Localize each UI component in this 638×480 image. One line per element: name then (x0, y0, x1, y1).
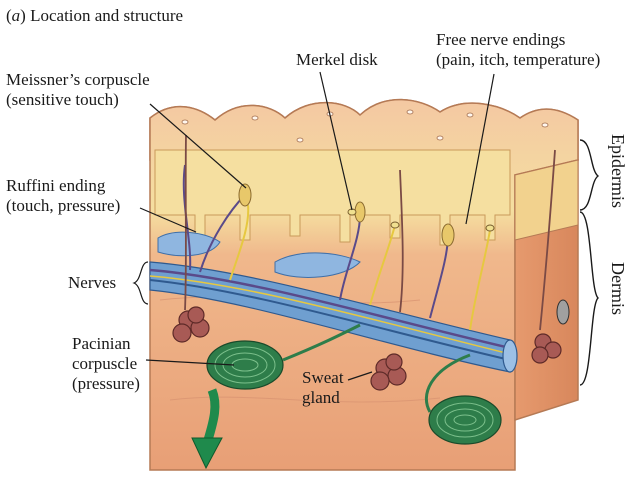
green-arrow-head (191, 437, 223, 470)
figure-title: (a) Location and structure (6, 6, 184, 25)
ruffini-label: Ruffini ending (touch, pressure) (6, 176, 121, 215)
figure-title-text: Location and structure (30, 6, 184, 25)
sweat-gland (172, 306, 562, 391)
figure-letter: a (11, 6, 21, 25)
epidermis-brace (579, 139, 600, 211)
meissner-label: Meissner’s corpuscle (sensitive touch) (6, 70, 150, 109)
green-arrow (203, 388, 220, 442)
pacinian-label: Pacinian corpuscle (pressure) (72, 334, 140, 393)
nerve-bundle (149, 261, 518, 373)
epidermis-layer (154, 149, 511, 246)
dermis-brace (579, 211, 599, 386)
blood-vessel (274, 252, 361, 278)
merkel-label: Merkel disk (296, 50, 378, 69)
free-nerve-label: Free nerve endings (pain, itch, temperat… (436, 30, 601, 69)
epidermis-label: Epidermis (608, 134, 628, 208)
pacinian-corpuscle (206, 340, 502, 445)
dermis-label: Dermis (608, 262, 628, 315)
nerves-label: Nerves (68, 273, 117, 292)
sweat-gland-label: Sweat gland (302, 368, 344, 407)
